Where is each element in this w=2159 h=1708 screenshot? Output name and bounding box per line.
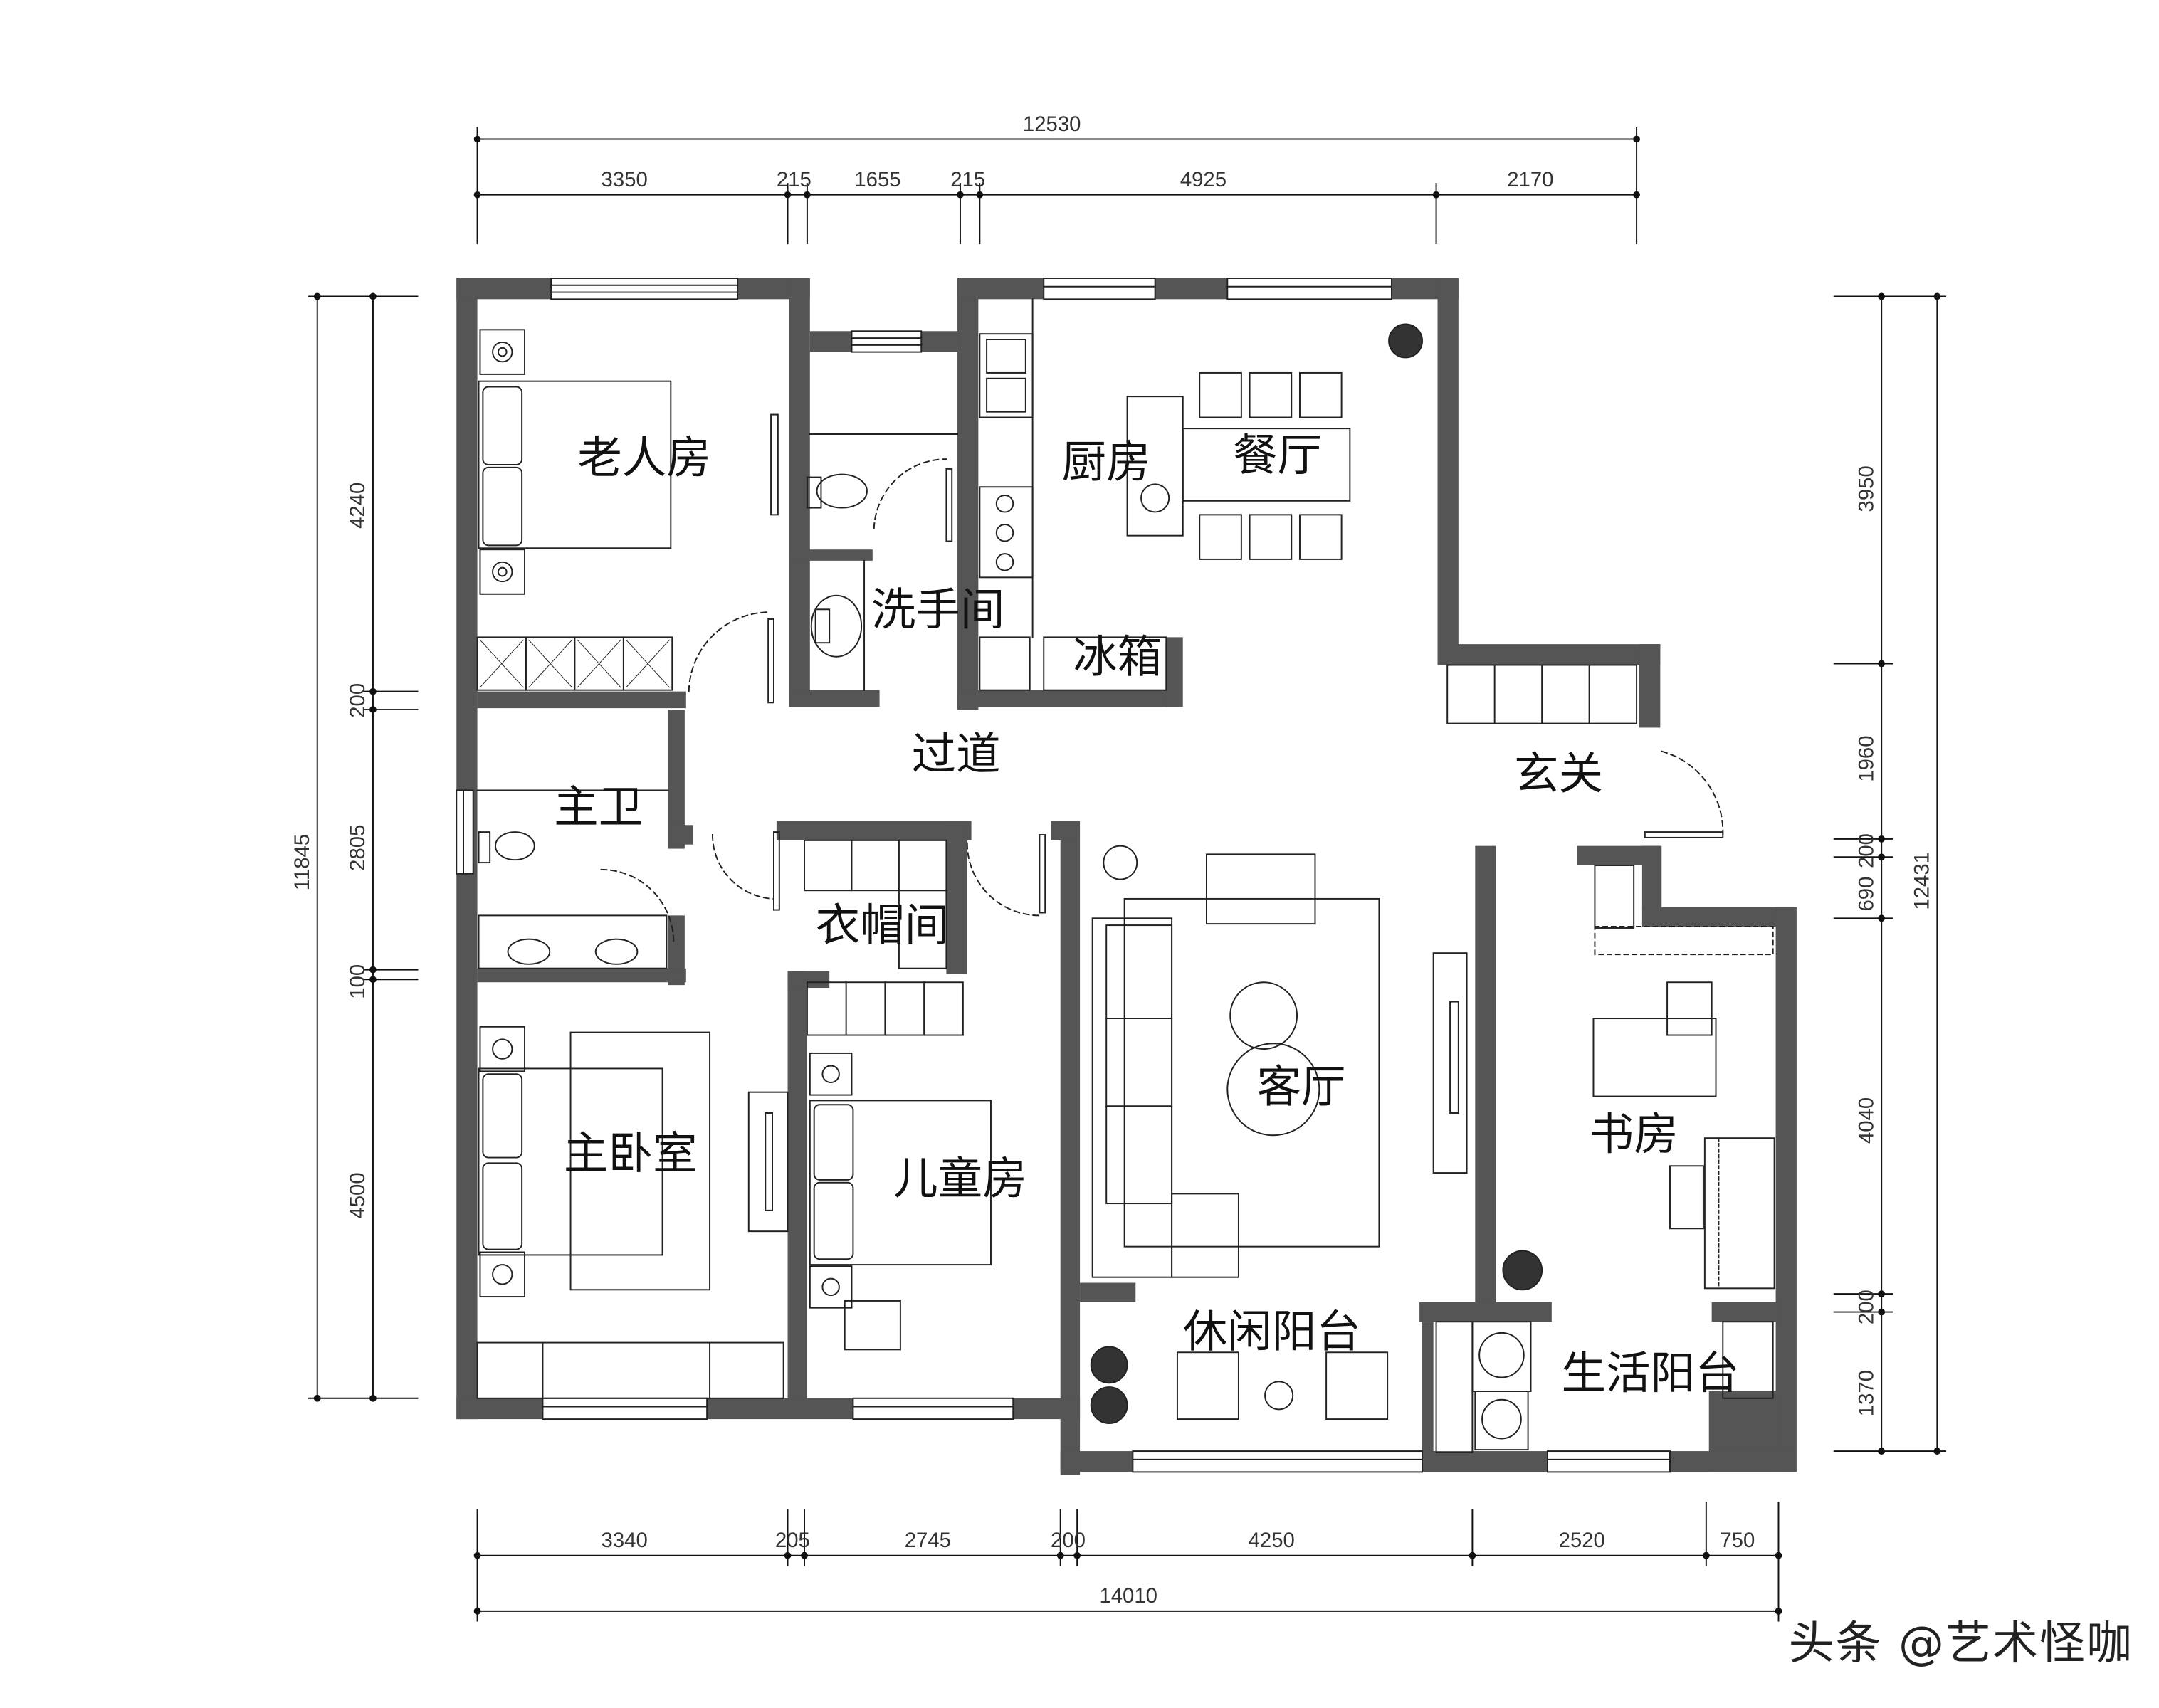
dim-left-1: 200 bbox=[346, 683, 369, 718]
dim-top-0: 3350 bbox=[602, 168, 648, 191]
dim-bottom-2: 2745 bbox=[905, 1529, 951, 1552]
label-washroom: 洗手间 bbox=[871, 584, 1005, 636]
dim-left-3: 100 bbox=[346, 964, 369, 999]
dim-right-2: 200 bbox=[1854, 833, 1878, 868]
dim-left-2: 2805 bbox=[346, 825, 369, 871]
label-entrance: 玄关 bbox=[1514, 747, 1603, 799]
furniture bbox=[476, 298, 1775, 1453]
label-kids-room: 儿童房 bbox=[893, 1152, 1027, 1204]
dim-right-total: 12431 bbox=[1911, 852, 1934, 910]
dim-right-6: 1370 bbox=[1854, 1370, 1878, 1416]
dim-top-total: 12530 bbox=[1023, 112, 1081, 136]
label-fridge: 冰箱 bbox=[1073, 631, 1162, 682]
dim-top-3: 215 bbox=[950, 168, 985, 191]
label-cloakroom: 衣帽间 bbox=[816, 900, 950, 951]
dim-right-3: 690 bbox=[1854, 877, 1878, 912]
dim-top-4: 4925 bbox=[1180, 168, 1226, 191]
dim-bottom-1: 205 bbox=[775, 1529, 810, 1552]
dim-top-2: 1655 bbox=[854, 168, 900, 191]
watermark: 头条 @艺术怪咖 bbox=[1788, 1618, 2133, 1670]
dim-left-total: 11845 bbox=[290, 834, 314, 890]
dim-right-0: 3950 bbox=[1854, 465, 1878, 512]
dim-top-1: 215 bbox=[777, 168, 811, 191]
dim-bottom-0: 3340 bbox=[602, 1529, 648, 1552]
dim-right-5: 200 bbox=[1854, 1290, 1878, 1324]
dim-left-0: 4240 bbox=[346, 483, 369, 529]
label-elderly-room: 老人房 bbox=[577, 432, 711, 484]
label-living-room: 客厅 bbox=[1256, 1060, 1345, 1112]
label-study: 书房 bbox=[1590, 1108, 1679, 1160]
label-leisure-balcony: 休闲阳台 bbox=[1183, 1305, 1361, 1357]
label-corridor: 过道 bbox=[912, 728, 1001, 780]
label-master-bath: 主卫 bbox=[554, 781, 643, 833]
dim-bottom-4: 4250 bbox=[1249, 1529, 1295, 1552]
dim-bottom-6: 750 bbox=[1720, 1529, 1755, 1552]
label-utility-balcony: 生活阳台 bbox=[1562, 1347, 1740, 1399]
dim-right-4: 4040 bbox=[1854, 1097, 1878, 1144]
dimension-right bbox=[1833, 295, 1947, 1453]
dimension-top bbox=[476, 127, 1638, 245]
dim-bottom-5: 2520 bbox=[1559, 1529, 1605, 1552]
dim-top-5: 2170 bbox=[1507, 168, 1553, 191]
walls bbox=[456, 278, 1797, 1475]
windows bbox=[456, 278, 1671, 1473]
dim-bottom-3: 200 bbox=[1051, 1529, 1086, 1552]
dim-left-4: 4500 bbox=[346, 1172, 369, 1218]
label-dining: 餐厅 bbox=[1233, 429, 1322, 481]
label-kitchen: 厨房 bbox=[1062, 436, 1151, 488]
dim-right-1: 1960 bbox=[1854, 735, 1878, 781]
label-master-bedroom: 主卧室 bbox=[564, 1127, 698, 1179]
dim-bottom-total: 14010 bbox=[1099, 1584, 1157, 1608]
